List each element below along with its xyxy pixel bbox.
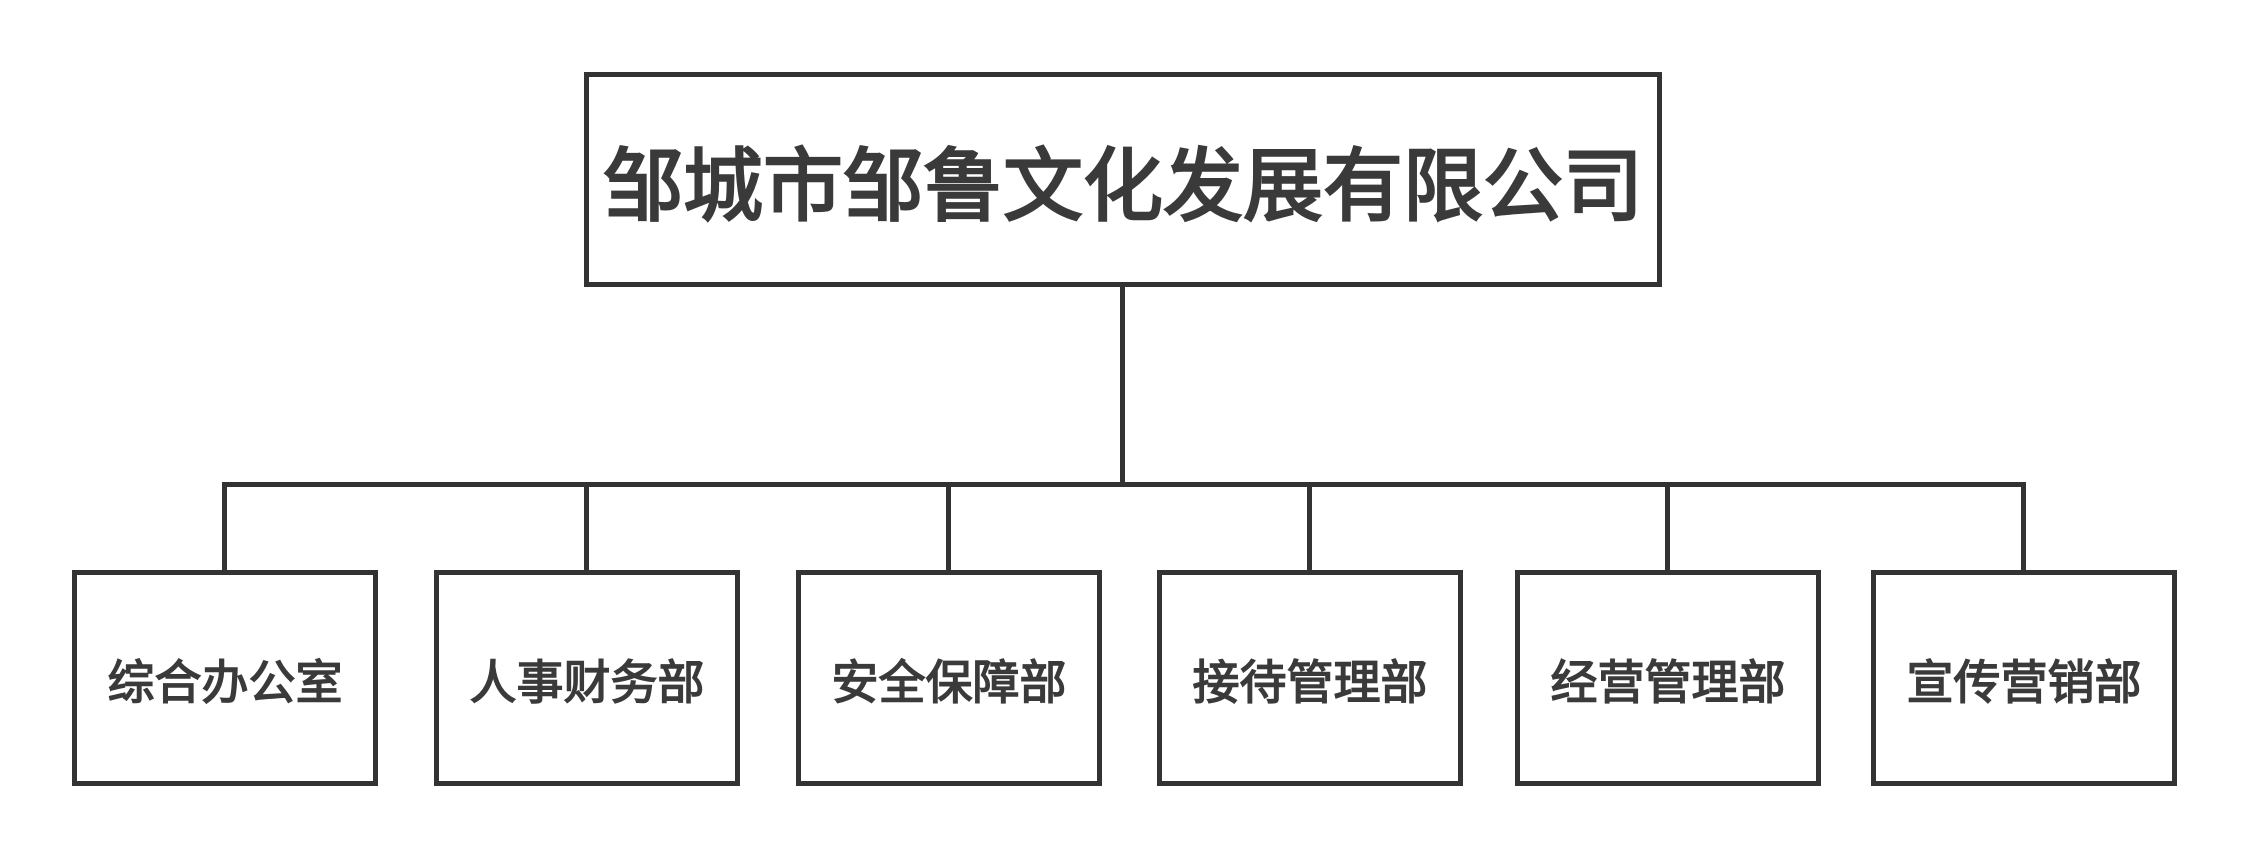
root-node: 邹城市邹鲁文化发展有限公司 xyxy=(584,72,1662,287)
root-connector-line xyxy=(1120,286,1125,484)
branch-line-6 xyxy=(2021,482,2026,572)
department-node-2: 人事财务部 xyxy=(434,570,740,786)
department-label-4: 接待管理部 xyxy=(1192,655,1428,711)
department-node-5: 经营管理部 xyxy=(1515,570,1821,786)
horizontal-connector-line xyxy=(222,482,2026,487)
department-label-6: 宣传营销部 xyxy=(1906,655,2142,711)
branch-line-2 xyxy=(584,482,589,572)
root-node-label: 邹城市邹鲁文化发展有限公司 xyxy=(603,139,1643,233)
department-node-4: 接待管理部 xyxy=(1157,570,1463,786)
department-node-3: 安全保障部 xyxy=(796,570,1102,786)
branch-line-3 xyxy=(946,482,951,572)
department-label-2: 人事财务部 xyxy=(469,655,705,711)
branch-line-1 xyxy=(222,482,227,572)
department-node-1: 综合办公室 xyxy=(72,570,378,786)
department-label-3: 安全保障部 xyxy=(831,655,1067,711)
branch-line-5 xyxy=(1665,482,1670,572)
department-label-1: 综合办公室 xyxy=(107,655,343,711)
department-node-6: 宣传营销部 xyxy=(1871,570,2177,786)
branch-line-4 xyxy=(1307,482,1312,572)
department-label-5: 经营管理部 xyxy=(1550,655,1786,711)
